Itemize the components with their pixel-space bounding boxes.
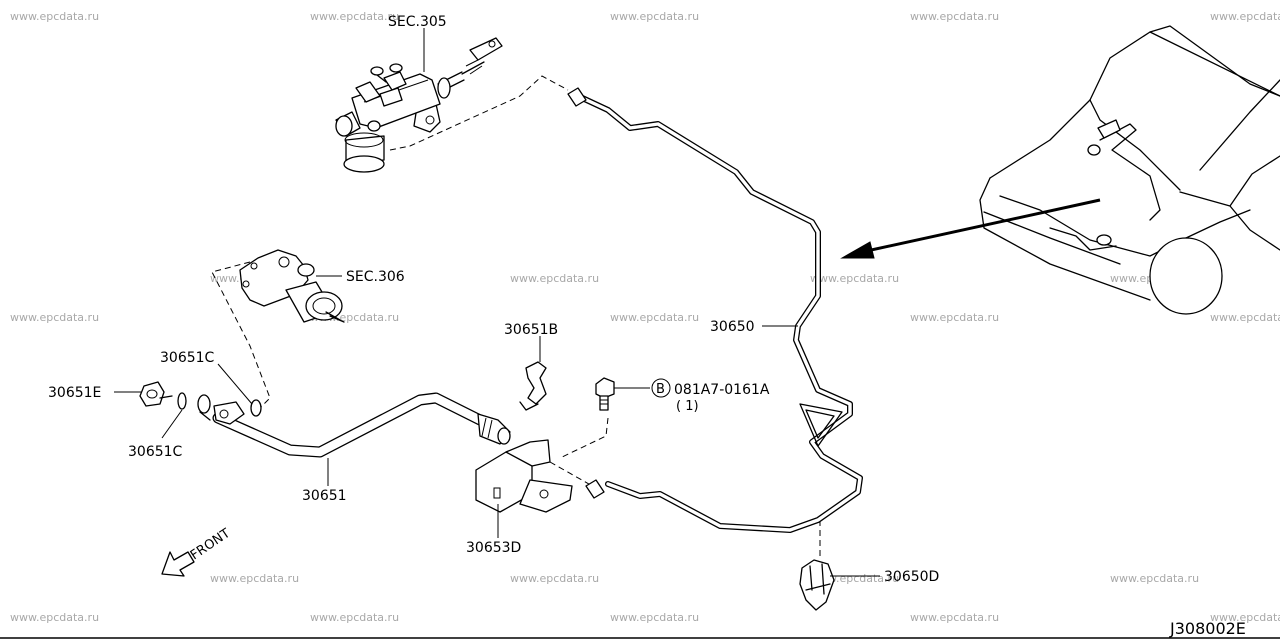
label-bolt-part: 081A7-0161A [674, 382, 770, 398]
eye-bolt-30651e [139, 381, 173, 407]
washer-30651c-right [250, 399, 262, 417]
hose-clip-30651b [519, 361, 547, 411]
clutch-operating-cylinder [239, 249, 345, 323]
watermark: www.epcdata.ru [1210, 311, 1280, 324]
front-label: FRONT [188, 526, 233, 563]
watermark: www.epcdata.ru [610, 311, 699, 324]
watermark: www.epcdata.ru [10, 611, 99, 624]
watermark: www.epcdata.ru [10, 10, 99, 23]
bracket-30653d [475, 439, 573, 513]
label-bolt-qty: ( 1) [676, 399, 699, 414]
callout-labels: SEC.305 SEC.306 30650 30651B 30651C 3065… [48, 14, 939, 585]
watermark: www.epcdata.ru [310, 611, 399, 624]
washer-30651c-left [177, 392, 187, 410]
watermark: www.epcdata.ru [210, 572, 299, 585]
watermark: www.epcdata.ru [910, 611, 999, 624]
watermark: www.epcdata.ru [510, 272, 599, 285]
watermark: www.epcdata.ru [510, 572, 599, 585]
front-direction-indicator: FRONT [161, 526, 233, 577]
label-30651e: 30651E [48, 385, 101, 401]
watermark: www.epcdata.ru [910, 311, 999, 324]
label-sec305: SEC.305 [388, 14, 447, 30]
watermark: www.epcdata.ru [310, 10, 399, 23]
watermark: www.epcdata.ru [1210, 10, 1280, 23]
label-30650: 30650 [710, 319, 755, 335]
label-30651: 30651 [302, 488, 347, 504]
watermark: www.epcdata.ru [610, 611, 699, 624]
watermark: www.epcdata.ru [810, 272, 899, 285]
watermark: www.epcdata.ru [10, 311, 99, 324]
label-30653d: 30653D [466, 540, 521, 556]
label-30650d: 30650D [884, 569, 939, 585]
leader-lines [114, 28, 880, 577]
label-30651b: 30651B [504, 322, 558, 338]
bolt-marker-circle [651, 378, 671, 398]
watermark: www.epcdata.ru [1210, 611, 1280, 624]
label-30651c-bottom: 30651C [128, 444, 183, 460]
hose-eye-ring [197, 394, 211, 421]
watermark-layer: www.epcdata.ru www.epcdata.ru www.epcdat… [10, 10, 1280, 624]
flange-bolt [595, 377, 615, 411]
location-arrow [840, 198, 1101, 259]
clutch-hose-30651 [212, 392, 511, 458]
connection-guides [211, 75, 821, 560]
clutch-tube-30650 [567, 87, 863, 533]
label-30651c-top: 30651C [160, 350, 215, 366]
label-sec306: SEC.306 [346, 269, 405, 285]
tube-clamp-30650d [799, 559, 835, 611]
vehicle-location-inset [979, 25, 1280, 315]
label-bolt-marker: B [656, 382, 665, 397]
drawing-number: J308002E [1169, 619, 1246, 638]
watermark: www.epcdata.ru [910, 10, 999, 23]
clutch-master-cylinder [335, 37, 503, 173]
watermark: www.epcdata.ru [1110, 572, 1199, 585]
watermark: www.epcdata.ru [610, 10, 699, 23]
